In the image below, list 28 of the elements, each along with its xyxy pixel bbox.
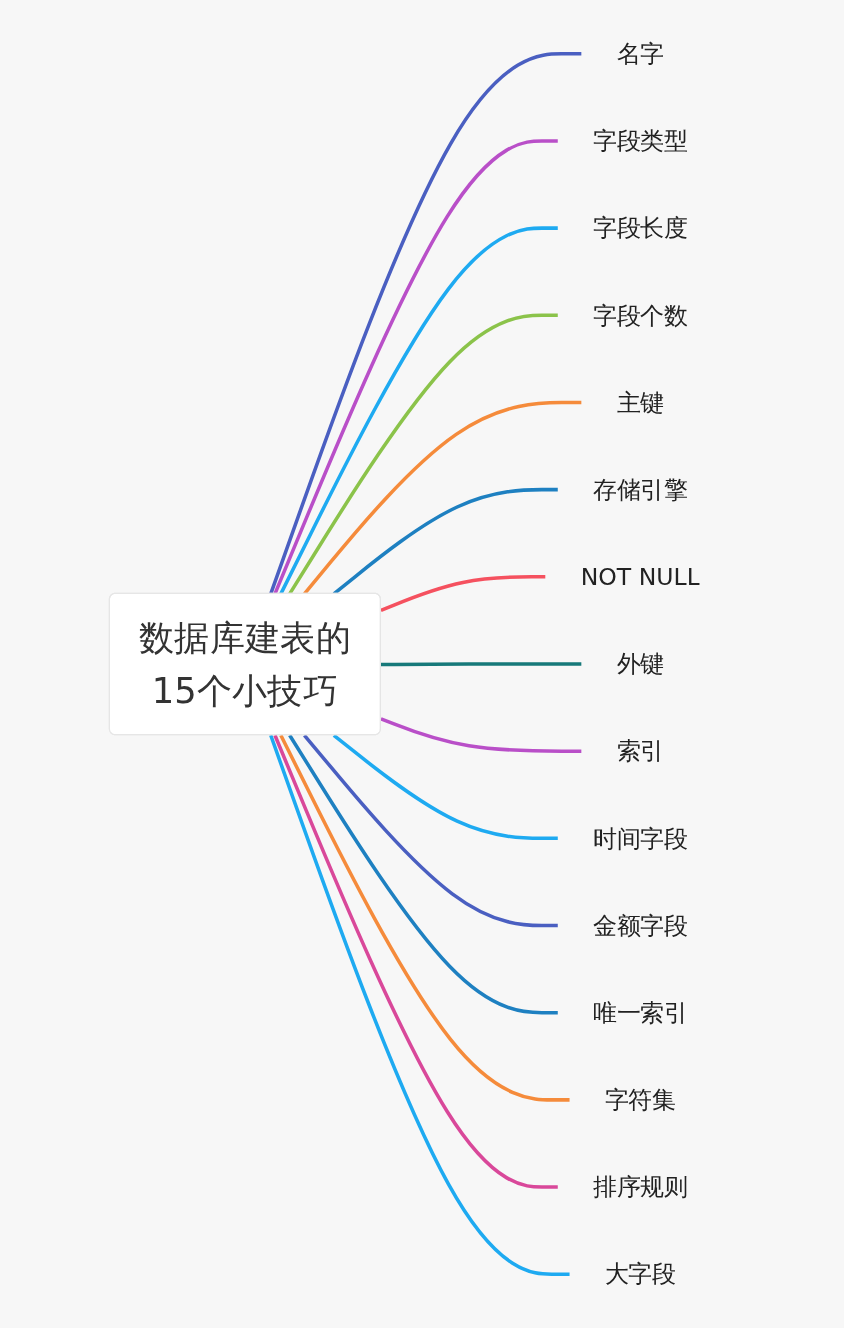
node-text: 存储引擎	[592, 475, 688, 504]
node-text: 时间字段	[592, 824, 688, 853]
connector	[380, 575, 545, 613]
connector	[287, 734, 558, 1015]
node-text: 金额字段	[592, 911, 688, 940]
node-text: 大字段	[604, 1260, 676, 1289]
node-text: 字符集	[604, 1085, 676, 1114]
node-text: 唯一索引	[592, 998, 688, 1027]
node-text: 名字	[616, 39, 664, 68]
node-text: 字段个数	[592, 301, 688, 330]
node-text: 主键	[616, 388, 664, 417]
connector	[278, 734, 570, 1102]
connector	[278, 226, 558, 595]
node-text: 外键	[616, 649, 664, 679]
connector	[380, 662, 582, 667]
node-text: 字段类型	[592, 126, 688, 156]
connector	[273, 734, 558, 1189]
connector	[302, 734, 558, 928]
node-text: 索引	[616, 737, 664, 766]
connector	[332, 733, 558, 841]
node-text: NOT NULL	[580, 562, 700, 591]
connector	[268, 52, 582, 595]
connector	[273, 139, 558, 595]
node-text: 字段长度	[592, 213, 688, 243]
connector	[268, 734, 570, 1276]
connector	[287, 313, 558, 595]
node-text: 排序规则	[592, 1172, 688, 1202]
connector	[380, 717, 582, 753]
